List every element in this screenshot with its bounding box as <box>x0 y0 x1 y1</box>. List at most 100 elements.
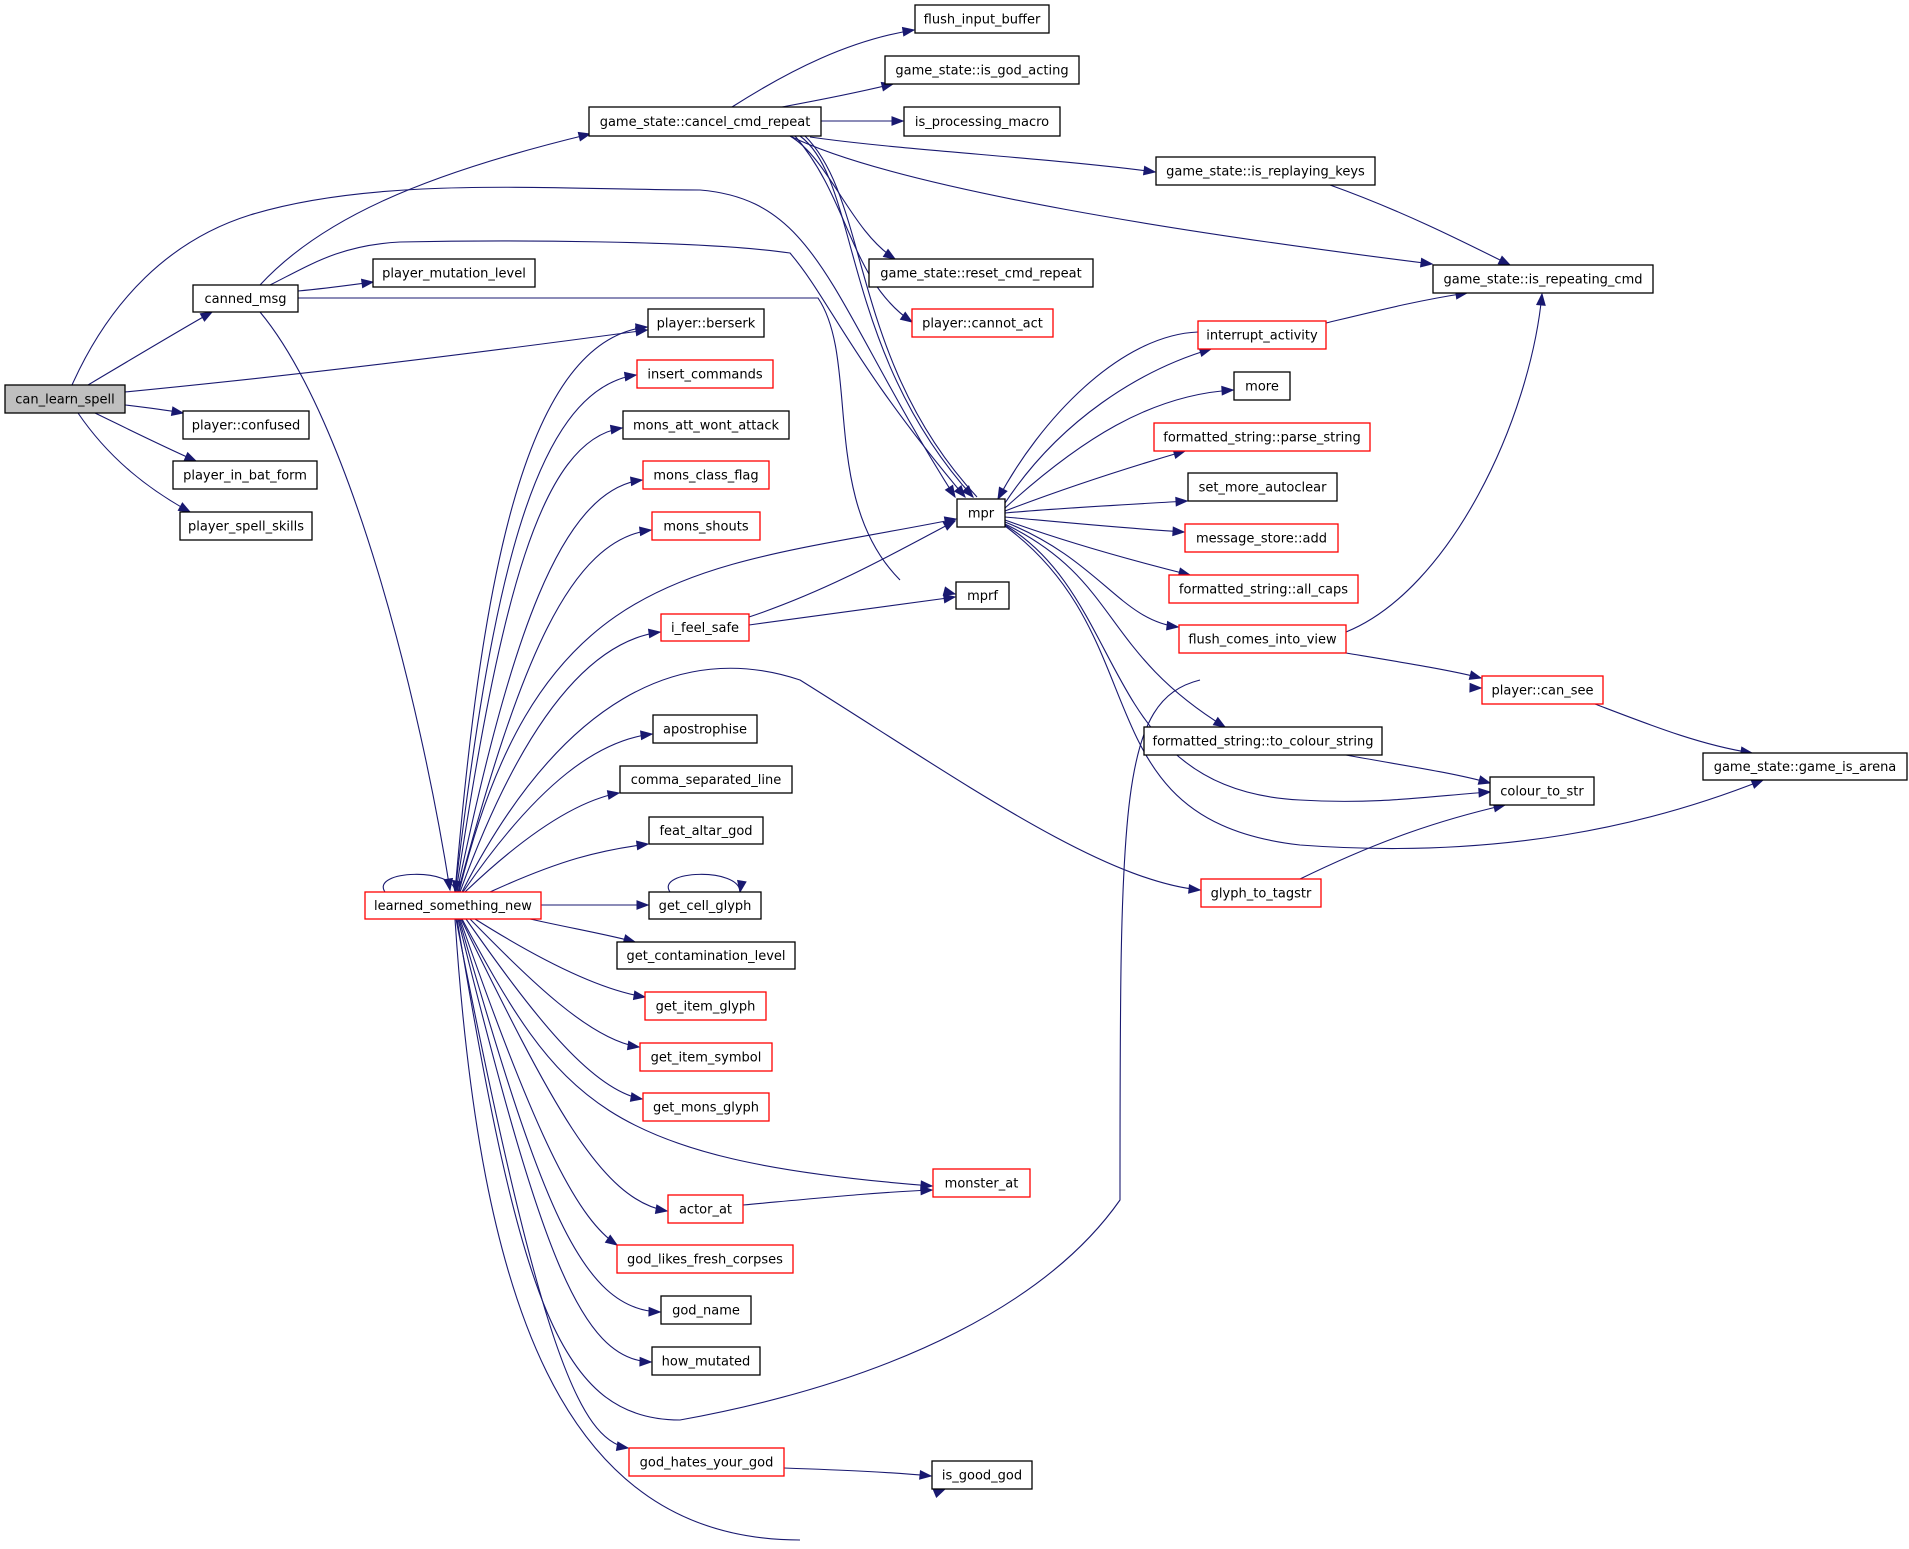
edge-can-learn-spell-to-player-spell-skills <box>77 412 192 513</box>
node-label: set_more_autoclear <box>1199 481 1328 496</box>
edge-canned-msg-to-mprf <box>297 297 957 596</box>
node-flush-input-buffer[interactable]: flush_input_buffer <box>914 4 1050 34</box>
node-label: game_state::cancel_cmd_repeat <box>600 115 811 130</box>
node-label: game_state::is_god_acting <box>895 64 1068 79</box>
node-label: get_mons_glyph <box>653 1101 759 1116</box>
node-flush-comes-into-view[interactable]: flush_comes_into_view <box>1178 624 1347 654</box>
edge-cancel-cmd-repeat-to-mpr <box>799 135 974 499</box>
node-label: formatted_string::all_caps <box>1179 583 1348 598</box>
arrowhead-icon <box>638 526 653 537</box>
node-player-spell-skills[interactable]: player_spell_skills <box>179 511 313 541</box>
node-label: can_learn_spell <box>15 393 115 408</box>
edge-learned-something-new-to-god-likes-fresh-corpses <box>459 918 619 1246</box>
edge-can-learn-spell-to-canned-msg <box>87 311 214 386</box>
node-cancel-cmd-repeat[interactable]: game_state::cancel_cmd_repeat <box>588 106 822 137</box>
edge-cancel-cmd-repeat-to-reset-cmd-repeat <box>789 135 897 260</box>
node-mons-class-flag[interactable]: mons_class_flag <box>642 460 770 490</box>
node-parse-string[interactable]: formatted_string::parse_string <box>1153 422 1371 452</box>
edge-get-cell-glyph-to-get-cell-glyph <box>667 873 747 894</box>
node-is-processing-macro[interactable]: is_processing_macro <box>903 106 1061 137</box>
node-god-name[interactable]: god_name <box>660 1295 752 1325</box>
node-feat-altar-god[interactable]: feat_altar_god <box>648 816 764 845</box>
node-box <box>616 1244 794 1274</box>
node-player-berserk[interactable]: player::berserk <box>647 308 765 338</box>
node-mprf[interactable]: mprf <box>955 581 1010 610</box>
arrowhead-icon <box>609 424 624 435</box>
node-god-hates-your-god[interactable]: god_hates_your_god <box>628 1447 785 1477</box>
node-mons-att-wont-attack[interactable]: mons_att_wont_attack <box>622 410 790 440</box>
node-set-more-autoclear[interactable]: set_more_autoclear <box>1187 472 1338 502</box>
node-get-item-symbol[interactable]: get_item_symbol <box>639 1042 773 1072</box>
node-i-feel-safe[interactable]: i_feel_safe <box>660 613 750 642</box>
node-message-store-add[interactable]: message_store::add <box>1184 523 1339 553</box>
edge-glyph-to-tagstr-to-colour-to-str <box>1299 802 1507 880</box>
node-god-likes-fresh-corpses[interactable]: god_likes_fresh_corpses <box>616 1244 794 1274</box>
edge-learned-something-new-to-get-contamination-level <box>529 918 637 944</box>
arrowhead-icon <box>1188 883 1202 894</box>
node-label: feat_altar_god <box>659 824 752 839</box>
arrowhead-icon <box>629 476 644 487</box>
node-actor-at[interactable]: actor_at <box>667 1194 744 1224</box>
node-mpr[interactable]: mpr <box>956 498 1006 528</box>
node-box <box>914 4 1050 34</box>
node-is-god-acting[interactable]: game_state::is_god_acting <box>884 55 1080 85</box>
node-label: mons_class_flag <box>653 469 758 484</box>
node-interrupt-activity[interactable]: interrupt_activity <box>1197 320 1327 350</box>
node-box <box>932 1168 1031 1198</box>
arrowhead-icon <box>577 131 592 142</box>
node-get-item-glyph[interactable]: get_item_glyph <box>644 991 767 1021</box>
node-get-mons-glyph[interactable]: get_mons_glyph <box>642 1092 770 1122</box>
edge-line <box>1004 516 1185 533</box>
arrowhead-icon <box>942 586 957 596</box>
node-label: player_mutation_level <box>382 267 526 282</box>
arrowhead-icon <box>615 1441 630 1451</box>
edge-i-feel-safe-to-mpr <box>748 520 957 618</box>
node-game-is-arena[interactable]: game_state::game_is_arena <box>1702 752 1908 781</box>
node-label: get_item_symbol <box>651 1051 762 1066</box>
node-comma-separated-line[interactable]: comma_separated_line <box>619 765 793 794</box>
node-player-confused[interactable]: player::confused <box>182 410 310 440</box>
node-box <box>1489 776 1595 806</box>
node-colour-to-str[interactable]: colour_to_str <box>1489 776 1595 806</box>
node-to-colour-string[interactable]: formatted_string::to_colour_string <box>1143 726 1383 756</box>
node-player-in-bat-form[interactable]: player_in_bat_form <box>172 460 318 490</box>
node-insert-commands[interactable]: insert_commands <box>636 359 774 389</box>
edge-mpr-to-message-store-add <box>1004 516 1186 537</box>
node-player-can-see[interactable]: player::can_see <box>1481 675 1604 705</box>
node-is-good-god[interactable]: is_good_god <box>931 1460 1033 1490</box>
node-player-mutation-level[interactable]: player_mutation_level <box>372 258 536 288</box>
node-box <box>1168 574 1359 604</box>
arrowhead-icon <box>629 1092 644 1102</box>
edge-can-learn-spell-to-player-berserk <box>124 326 649 393</box>
edge-line <box>461 918 933 1187</box>
node-box <box>628 1447 785 1477</box>
node-is-repeating-cmd[interactable]: game_state::is_repeating_cmd <box>1432 264 1654 294</box>
node-player-cannot-act[interactable]: player::cannot_act <box>911 308 1054 338</box>
node-box <box>1200 878 1322 908</box>
node-get-cell-glyph[interactable]: get_cell_glyph <box>648 891 762 920</box>
node-learned-something-new[interactable]: learned_something_new <box>364 891 542 920</box>
edge-line <box>1329 184 1511 266</box>
node-glyph-to-tagstr[interactable]: glyph_to_tagstr <box>1200 878 1322 908</box>
node-apostrophise[interactable]: apostrophise <box>652 714 758 744</box>
node-mons-shouts[interactable]: mons_shouts <box>651 511 761 541</box>
edge-line <box>461 667 1201 893</box>
node-reset-cmd-repeat[interactable]: game_state::reset_cmd_repeat <box>868 258 1094 288</box>
arrowhead-icon <box>1477 775 1492 785</box>
node-box <box>648 891 762 920</box>
edge-line <box>259 311 451 891</box>
node-label: get_item_glyph <box>656 1000 756 1015</box>
edge-god-hates-your-god-to-is-good-god <box>783 1467 933 1480</box>
node-canned-msg[interactable]: canned_msg <box>192 284 299 313</box>
node-monster-at[interactable]: monster_at <box>932 1168 1031 1198</box>
edge-learned-something-new-to-get-item-glyph <box>474 918 647 1001</box>
node-all-caps[interactable]: formatted_string::all_caps <box>1168 574 1359 604</box>
node-is-replaying-keys[interactable]: game_state::is_replaying_keys <box>1155 156 1376 186</box>
node-label: learned_something_new <box>374 899 532 914</box>
node-more[interactable]: more <box>1233 371 1291 401</box>
node-label: get_cell_glyph <box>659 899 752 914</box>
node-box <box>652 714 758 744</box>
node-get-contamination-level[interactable]: get_contamination_level <box>616 941 796 970</box>
node-how-mutated[interactable]: how_mutated <box>651 1346 761 1376</box>
edge-learned-something-new-to-how-mutated <box>457 918 653 1367</box>
